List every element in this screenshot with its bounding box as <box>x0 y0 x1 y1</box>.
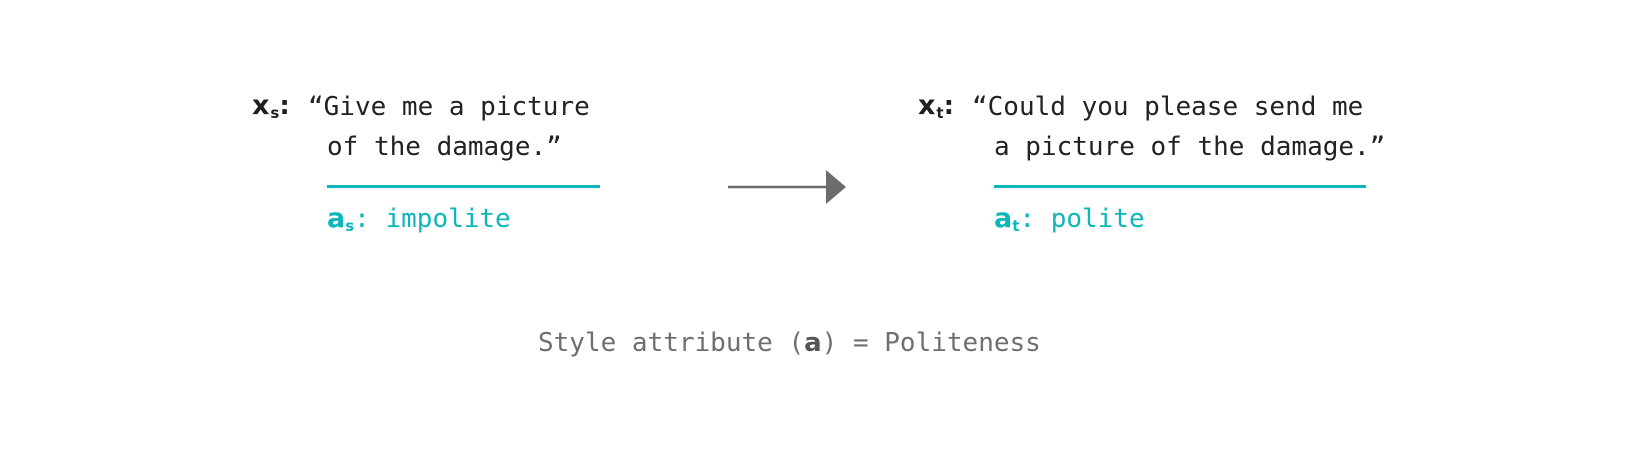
transfer-arrow-icon <box>728 170 846 204</box>
caption: Style attribute (a) = Politeness <box>538 330 1041 356</box>
caption-variable: a <box>804 328 822 358</box>
source-text-line-2: of the damage.” <box>327 132 562 162</box>
source-attribute: as: impolite <box>327 203 511 235</box>
source-var-symbol: x <box>252 90 270 121</box>
target-attr-colon: : <box>1019 204 1036 234</box>
caption-prefix: Style attribute ( <box>538 328 805 358</box>
target-var-subscript: t <box>936 104 944 122</box>
target-divider <box>994 185 1366 188</box>
target-text-line-1: “Could you please send me <box>972 92 1364 122</box>
source-attr-subscript: s <box>345 217 355 235</box>
source-attr-colon: : <box>354 204 370 234</box>
source-attr-value: impolite <box>385 204 511 234</box>
target-var-symbol: x <box>918 90 936 121</box>
arrow-head <box>826 170 846 204</box>
target-text-line-2: a picture of the damage.” <box>994 132 1386 162</box>
caption-suffix: ) = Politeness <box>821 328 1041 358</box>
target-attr-symbol: a <box>994 203 1013 234</box>
target-attr-subscript: t <box>1012 217 1020 235</box>
source-var-colon: : <box>279 91 290 121</box>
source-divider <box>327 185 600 188</box>
source-text-line-1: “Give me a picture <box>308 92 590 122</box>
target-variable: xt: <box>918 90 954 122</box>
source-variable: xs: <box>252 90 290 122</box>
target-attribute: at: polite <box>994 203 1145 235</box>
target-var-colon: : <box>943 91 954 121</box>
target-attr-value: polite <box>1050 204 1145 234</box>
source-attr-symbol: a <box>327 203 346 234</box>
source-var-subscript: s <box>270 104 280 122</box>
